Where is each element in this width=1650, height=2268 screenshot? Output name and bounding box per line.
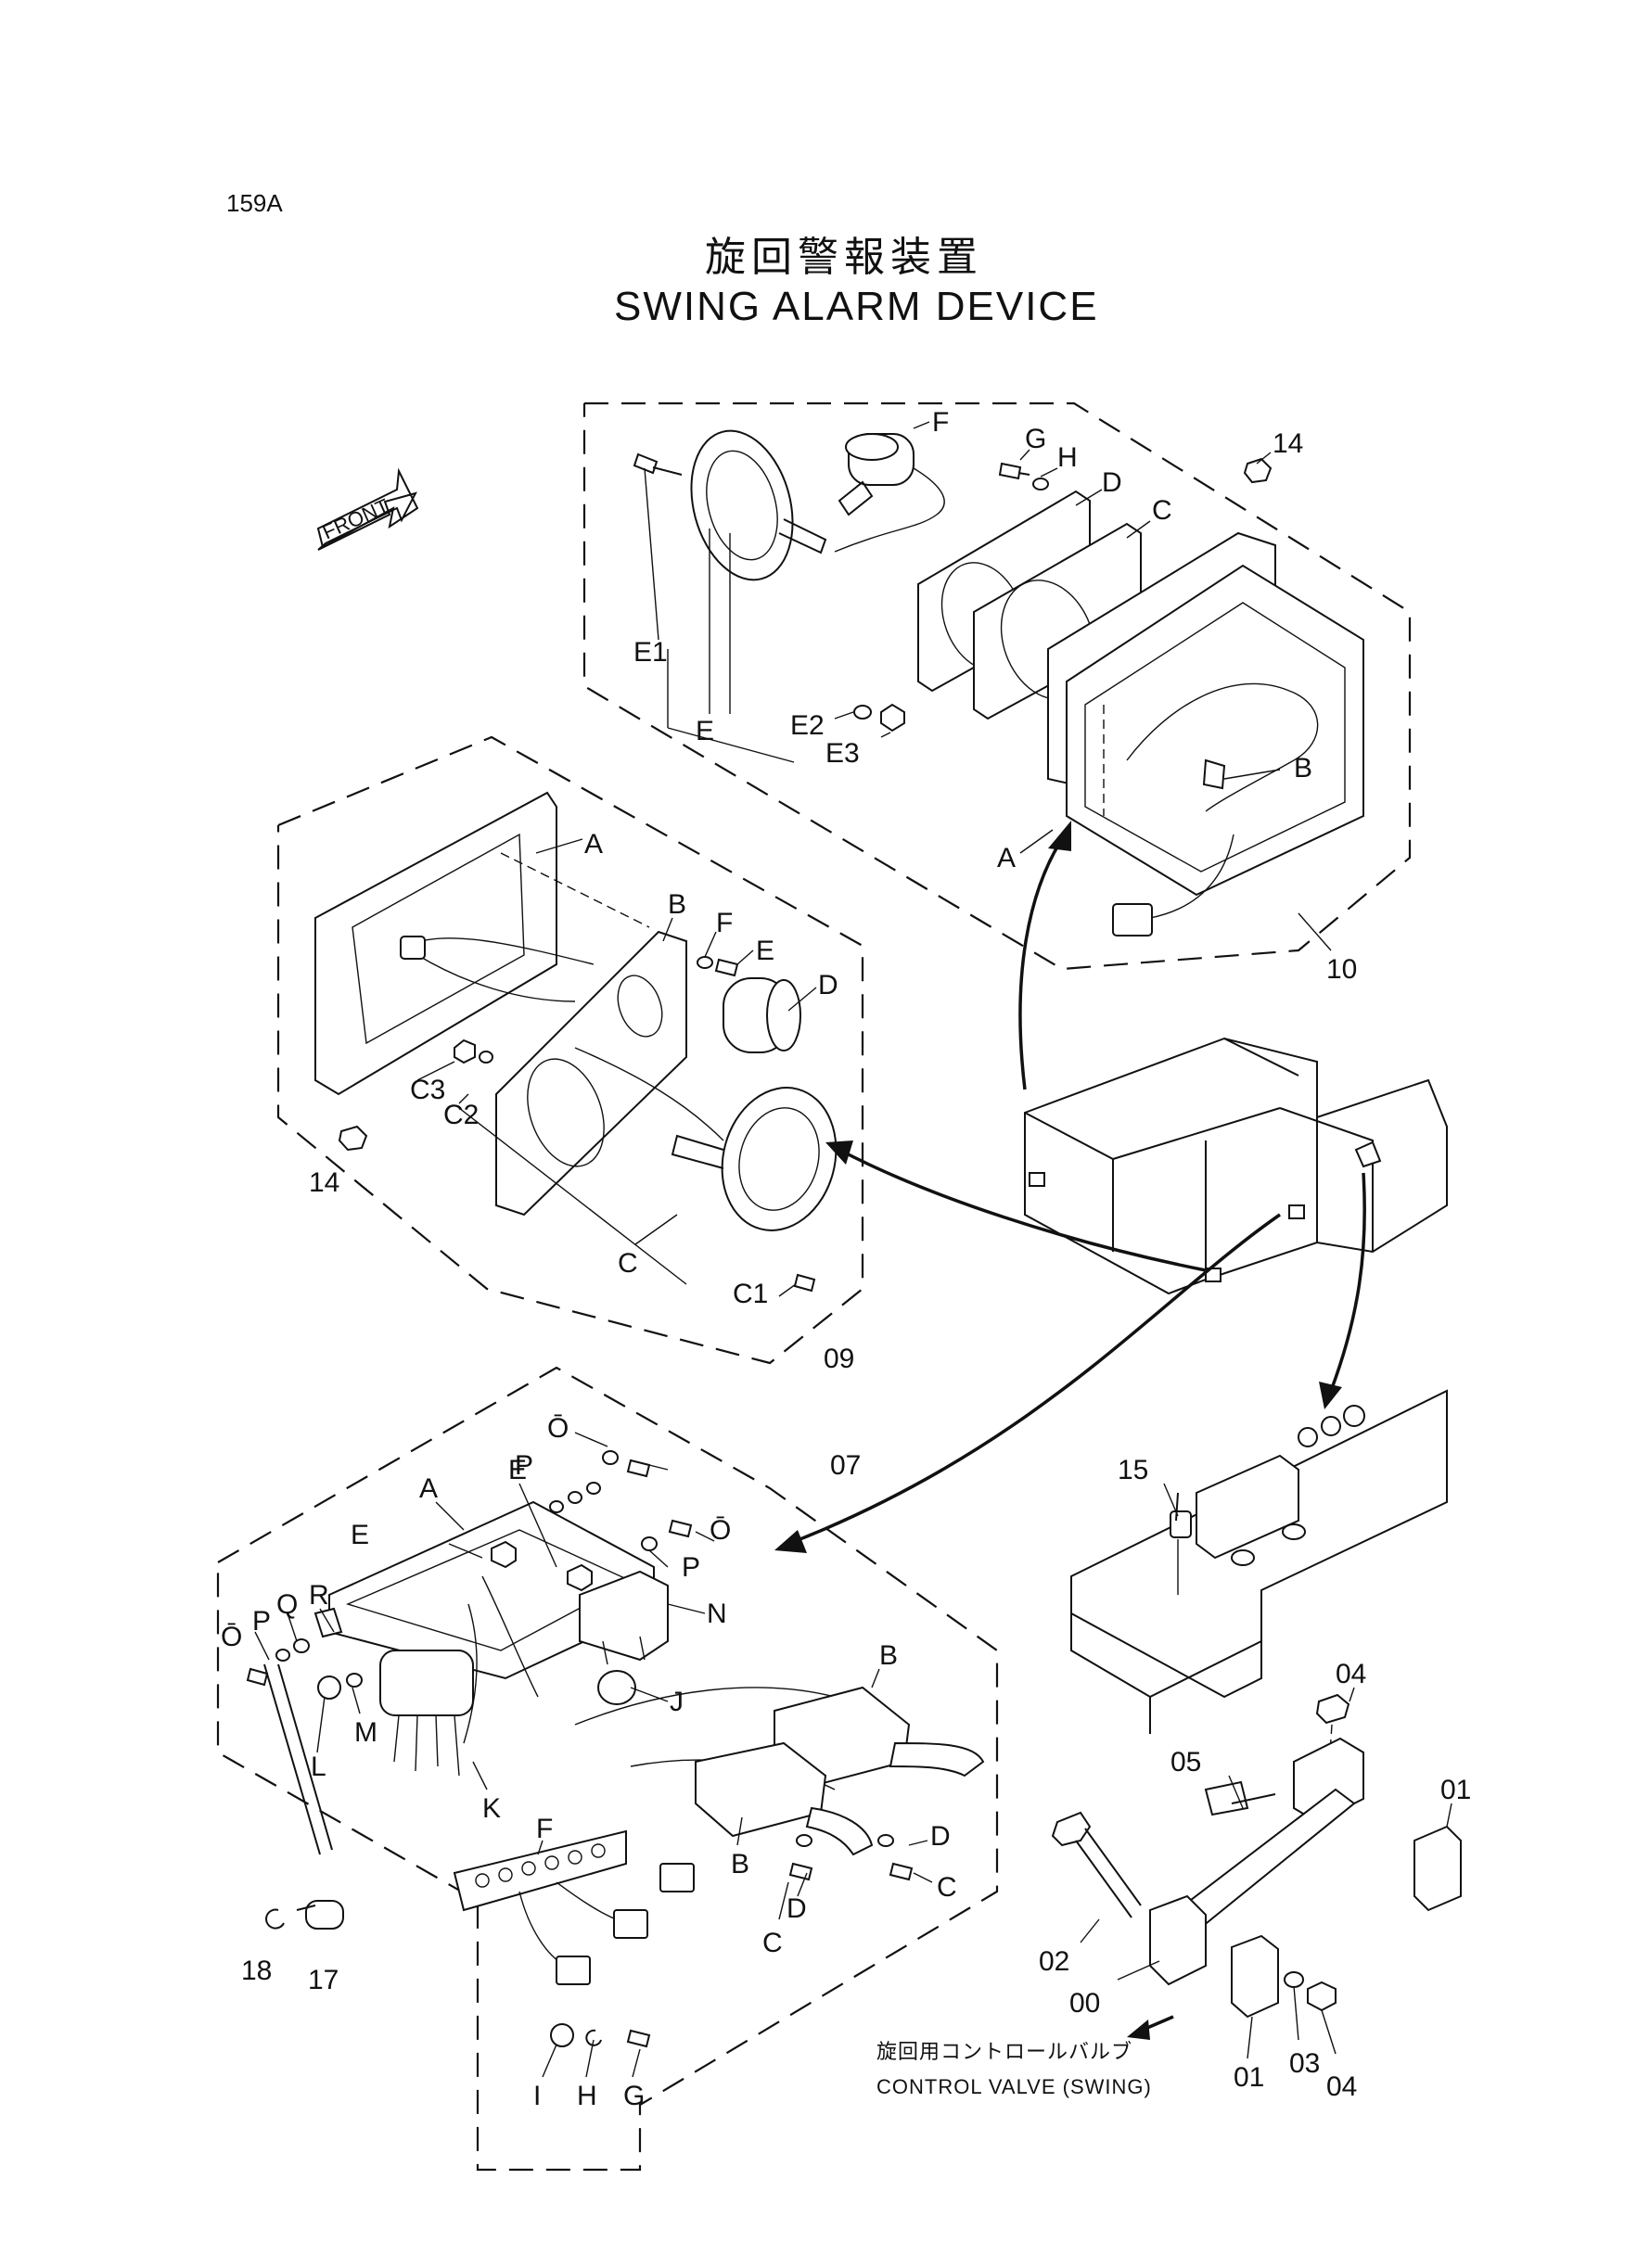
callout-10-E: E [696, 716, 714, 746]
callout-10-F: F [932, 407, 949, 438]
assembly-07-callouts: Ō P Ō P E A E R Q P Ō N B J M L K F B D … [221, 1413, 957, 2111]
callout-07-M: M [354, 1717, 377, 1748]
callout-10-E3: E3 [825, 738, 860, 769]
callout-07-Q: Q [276, 1589, 298, 1620]
title-english: SWING ALARM DEVICE [614, 284, 1099, 329]
callout-02: 02 [1039, 1946, 1069, 1977]
group-number-07: 07 [830, 1450, 861, 1481]
callout-07-P3: P [252, 1606, 271, 1637]
callout-07-J: J [670, 1687, 684, 1717]
callout-01-bottom: 01 [1234, 2062, 1264, 2093]
assembly-10-callouts: F G H D C 14 E1 E E2 E3 A B 10 [633, 407, 1357, 985]
callout-09-F: F [716, 908, 733, 938]
valve-bracket-with-switch: 15 [1070, 1389, 1448, 1734]
callout-09-B: B [668, 889, 686, 920]
callout-09-C3: C3 [410, 1075, 445, 1105]
callout-07-R: R [309, 1580, 329, 1611]
callout-09-C: C [618, 1248, 638, 1279]
reference-arrows [774, 821, 1366, 1553]
callout-07-C2: C [937, 1872, 957, 1903]
callout-10-E2: E2 [790, 710, 825, 741]
callout-05: 05 [1170, 1747, 1201, 1777]
callout-07-B1: B [879, 1640, 898, 1671]
callout-09-A: A [584, 829, 603, 860]
callout-17: 17 [308, 1965, 339, 1995]
callout-07-G: G [623, 2081, 645, 2111]
callout-10-H: H [1057, 442, 1078, 473]
callout-07-O2: Ō [710, 1515, 731, 1546]
callout-09-D: D [818, 970, 838, 1000]
callout-07-O1: Ō [547, 1413, 569, 1444]
control-valve-note: 旋回用コントロールバルブ CONTROL VALVE (SWING) [876, 2015, 1174, 2098]
front-tag-label: FRONT [319, 494, 392, 544]
callout-07-P2: P [682, 1552, 700, 1583]
callout-07-I: I [533, 2081, 541, 2111]
assembly-09-callouts: A B F E D C3 C2 14 C C1 09 [309, 829, 854, 1374]
callout-03: 03 [1289, 2048, 1320, 2079]
callout-07-K: K [482, 1793, 501, 1824]
callout-10-B: B [1294, 753, 1312, 784]
callout-09-14: 14 [309, 1167, 339, 1198]
callout-07-L: L [311, 1752, 326, 1782]
note-english: CONTROL VALVE (SWING) [876, 2075, 1152, 2098]
callout-07-F: F [536, 1814, 553, 1844]
callout-07-H: H [577, 2081, 597, 2111]
title-japanese: 旋回警報装置 [705, 235, 983, 280]
callout-09-E: E [756, 936, 774, 966]
callout-07-C1: C [762, 1928, 783, 1958]
callout-07-E2: E [351, 1520, 369, 1550]
callout-07-D2: D [930, 1821, 951, 1852]
page-number: 159A [226, 189, 283, 217]
callout-04-bottom: 04 [1326, 2071, 1357, 2102]
callout-09-C2: C2 [443, 1100, 479, 1130]
callout-10-G: G [1025, 424, 1046, 454]
machine-cab-outline [1024, 1037, 1448, 1295]
callout-04-top: 04 [1336, 1659, 1366, 1689]
loose-parts-17-18: 18 17 [241, 1900, 344, 1995]
callout-10-14: 14 [1273, 428, 1303, 459]
callout-07-A: A [419, 1473, 438, 1504]
callout-07-P1: P [515, 1450, 533, 1481]
callout-18: 18 [241, 1956, 272, 1986]
assembly-07-boundary [216, 1366, 999, 2172]
assembly-07-parts [246, 1432, 985, 2078]
assembly-09-parts [314, 791, 838, 1297]
group-number-10: 10 [1326, 954, 1357, 985]
callout-07-B2: B [731, 1849, 749, 1879]
callout-07-N: N [707, 1599, 727, 1629]
callout-01-right: 01 [1440, 1775, 1471, 1805]
callout-10-E1: E1 [633, 637, 668, 668]
callout-00: 00 [1069, 1988, 1100, 2019]
callout-07-O3: Ō [221, 1622, 242, 1652]
callout-07-E1: E [508, 1455, 527, 1485]
valve-clamp-parts: 04 05 01 02 00 01 03 04 [1039, 1659, 1471, 2102]
terminal-screws [475, 1843, 606, 1888]
assembly-10-boundary [582, 401, 1412, 971]
front-direction-tag: FRONT [316, 467, 419, 551]
callout-10-C: C [1152, 495, 1172, 526]
callout-15: 15 [1118, 1455, 1148, 1485]
callout-09-C1: C1 [733, 1279, 768, 1309]
callout-07-D1: D [787, 1893, 807, 1924]
callout-10-D: D [1102, 467, 1122, 498]
assembly-10-parts [633, 421, 1364, 951]
callout-10-A: A [997, 843, 1016, 873]
group-number-09: 09 [824, 1344, 854, 1374]
assembly-09-boundary [276, 735, 864, 1365]
note-japanese: 旋回用コントロールバルブ [876, 2040, 1132, 2063]
